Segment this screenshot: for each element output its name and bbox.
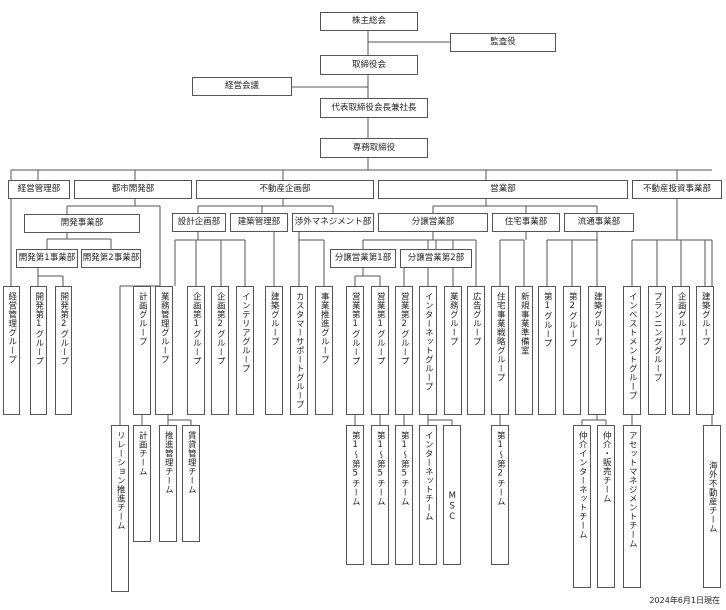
- team-asset-mgmt: アセットマネジメントチーム: [623, 425, 641, 588]
- group-business-mgmt: 業務管理グループ: [155, 286, 173, 415]
- div-design-planning: 設計企画部: [172, 213, 226, 232]
- group-new-business-prep: 新規事業準備室: [515, 286, 533, 415]
- node-president: 代表取締役会長兼社長: [320, 98, 428, 118]
- div-distribution: 流通事業部: [564, 213, 634, 232]
- div-development-2: 開発第2事業部: [81, 249, 141, 268]
- group-investment: インベストメントグループ: [623, 286, 641, 415]
- group-sales-2: 営業第2グループ: [395, 286, 413, 415]
- team-overseas: 海外不動産チーム: [703, 425, 721, 588]
- group-kenchiku-2: 建築グループ: [696, 286, 714, 415]
- team-internet: インターネットチーム: [419, 425, 437, 565]
- team-plan: 計画チーム: [133, 425, 151, 542]
- team-housing: 第1〜第2チーム: [491, 425, 509, 565]
- dept-urban-development: 都市開発部: [74, 180, 192, 199]
- group-advertising: 広告グループ: [467, 286, 485, 415]
- node-auditor: 監査役: [450, 33, 556, 52]
- group-kikaku-1: 企画第1グループ: [187, 286, 205, 415]
- team-lease-mgmt: 賃貸管理チーム: [182, 425, 200, 542]
- group-interior: インテリアグループ: [236, 286, 254, 415]
- team-broker-sales: 仲介・販売チーム: [597, 425, 615, 588]
- group-planning: プランニンググループ: [648, 286, 666, 415]
- as-of-date: 2024年6月1日現在: [649, 596, 720, 605]
- node-shareholders: 株主総会: [320, 12, 418, 31]
- group-mgmt: 経営管理グループ: [3, 286, 20, 415]
- team-sales-1: 第1〜第5チーム: [346, 425, 364, 565]
- dept-realestate-investment: 不動産投資事業部: [632, 180, 722, 199]
- team-sales-3: 第1〜第5チーム: [395, 425, 413, 565]
- group-kikaku: 企画グループ: [672, 286, 690, 415]
- group-plan: 計画グループ: [133, 286, 151, 415]
- dept-sales: 営業部: [378, 180, 628, 199]
- dept-management: 経営管理部: [8, 180, 70, 199]
- div-development-1: 開発第1事業部: [16, 249, 78, 268]
- group-sales-1: 営業第1グループ: [346, 286, 364, 415]
- team-msc: MSC: [443, 425, 461, 565]
- div-condo-sales: 分譲営業部: [378, 213, 488, 232]
- div-development: 開発事業部: [24, 214, 140, 233]
- group-kikaku-2: 企画第2グループ: [211, 286, 229, 415]
- group-housing-strategy: 住宅事業戦略グループ: [491, 286, 509, 415]
- team-broker-internet: 仲介インターネットチーム: [573, 425, 591, 588]
- group-distribution-1: 第1グループ: [538, 286, 556, 415]
- group-distribution-2: 第2グループ: [563, 286, 581, 415]
- div-condo-sales-2: 分譲営業第2部: [400, 249, 472, 268]
- div-housing: 住宅事業部: [492, 213, 560, 232]
- node-board: 取締役会: [320, 55, 418, 75]
- group-dev-1: 開発第1グループ: [30, 286, 47, 415]
- group-sales-1b: 営業第1グループ: [371, 286, 389, 415]
- node-senior-director: 専務取締役: [320, 138, 428, 158]
- node-mgmt-meeting: 経営会議: [192, 77, 292, 96]
- div-external-mgmt: 渉外マネジメント部: [292, 213, 374, 232]
- group-customer-support: カスタマーサポートグループ: [290, 286, 308, 415]
- group-dev-2: 開発第2グループ: [55, 286, 72, 415]
- team-relation: リレーション推進チーム: [111, 425, 129, 592]
- team-sales-2: 第1〜第5チーム: [371, 425, 389, 565]
- group-gyomu: 業務グループ: [444, 286, 462, 415]
- group-business-promotion: 事業推進グループ: [315, 286, 333, 415]
- group-kenchiku: 建築グループ: [265, 286, 283, 415]
- team-promotion-mgmt: 推進管理チーム: [159, 425, 177, 542]
- div-construction-mgmt: 建築管理部: [230, 213, 288, 232]
- div-condo-sales-1: 分譲営業第1部: [330, 249, 396, 268]
- group-distribution-build: 建築グループ: [588, 286, 606, 415]
- group-internet: インターネットグループ: [419, 286, 437, 415]
- dept-realestate-planning: 不動産企画部: [196, 180, 374, 199]
